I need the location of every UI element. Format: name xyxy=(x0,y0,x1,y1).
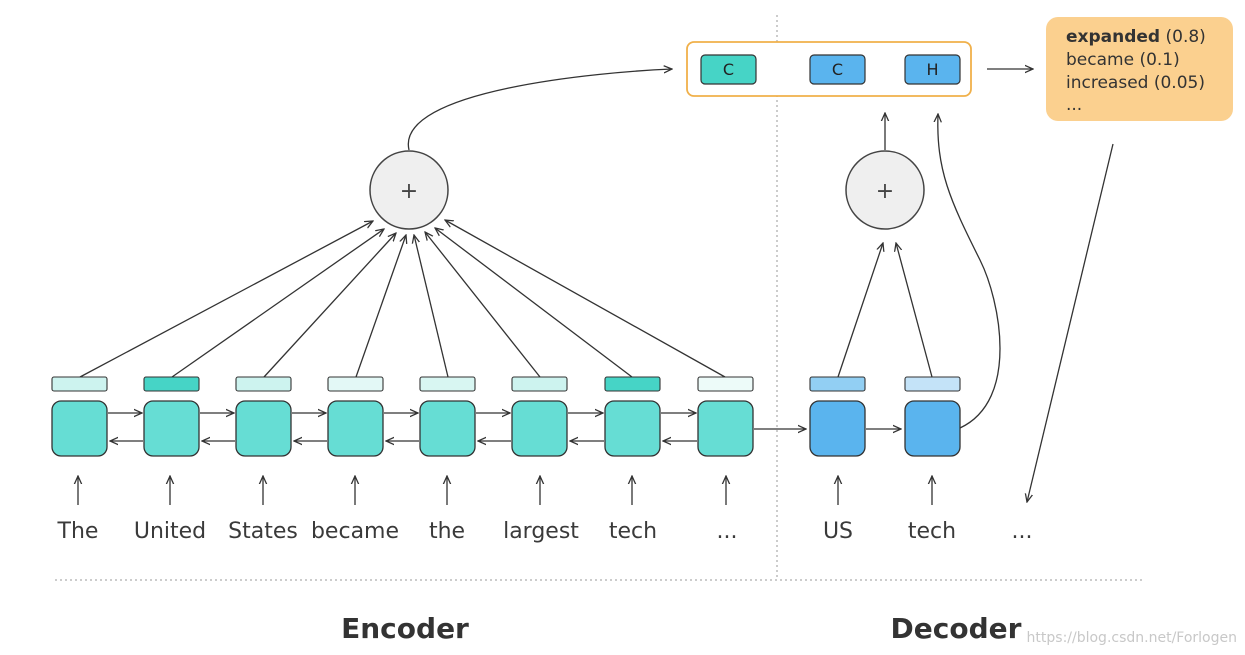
decoder-attention-weights xyxy=(809,376,961,392)
encoder-cell-1 xyxy=(51,400,108,457)
encoder-input-words: The United States became the largest tec… xyxy=(57,519,738,544)
decoder-sum-symbol: + xyxy=(876,179,894,204)
decoder-label: Decoder xyxy=(891,612,1022,645)
attention-weight-8 xyxy=(697,376,754,392)
output-prob-1: (0.8) xyxy=(1166,27,1206,47)
attention-weight-2 xyxy=(143,376,200,392)
decoder-cell-1 xyxy=(809,400,866,457)
attention-weight-3 xyxy=(235,376,292,392)
context-cell-decoder: C xyxy=(832,60,843,79)
output-word-2: became xyxy=(1066,50,1134,70)
encoder-word-8: ... xyxy=(717,519,738,544)
attention-weight-7 xyxy=(604,376,661,392)
encoder-word-7: tech xyxy=(609,519,657,544)
attention-weight-4 xyxy=(327,376,384,392)
output-item-1: expanded (0.8) xyxy=(1066,27,1206,47)
encoder-cell-7 xyxy=(604,400,661,457)
encoder-word-2: United xyxy=(134,519,206,544)
encoder-sum-node: + xyxy=(369,150,449,230)
encoder-label: Encoder xyxy=(341,612,469,645)
encoder-word-5: the xyxy=(429,519,465,544)
output-item-4: ... xyxy=(1066,95,1082,115)
encoder-word-3: States xyxy=(228,519,298,544)
decoder-word-2: tech xyxy=(908,519,956,544)
decoder-input-words: US tech ... xyxy=(823,519,1033,544)
encoder-cell-8 xyxy=(697,400,754,457)
output-word-1: expanded xyxy=(1066,27,1160,47)
encoder-cell-4 xyxy=(327,400,384,457)
decoder-attention-lines xyxy=(837,113,933,378)
encoder-cell-2 xyxy=(143,400,200,457)
decoder-weight-2 xyxy=(904,376,961,392)
decoder-hidden-to-context-arrow xyxy=(938,114,1001,429)
encoder-cell-6 xyxy=(511,400,568,457)
encoder-sum-symbol: + xyxy=(400,179,418,204)
decoder-word-3: ... xyxy=(1012,519,1033,544)
encoder-attention-lines xyxy=(79,220,726,378)
output-item-3: increased (0.05) xyxy=(1066,73,1205,93)
context-cell-encoder: C xyxy=(723,60,734,79)
decoder-cells xyxy=(809,400,961,457)
encoder-recurrent-arrows xyxy=(108,413,697,441)
encoder-word-4: became xyxy=(311,519,399,544)
encoder-word-1: The xyxy=(57,519,99,544)
output-item-2: became (0.1) xyxy=(1066,50,1180,70)
output-prob-3: (0.05) xyxy=(1154,73,1205,93)
output-probabilities-box: expanded (0.8) became (0.1) increased (0… xyxy=(1046,17,1233,121)
encoder-attention-weights xyxy=(51,376,754,392)
attention-weight-6 xyxy=(511,376,568,392)
output-prob-2: (0.1) xyxy=(1139,50,1179,70)
output-word-3: increased xyxy=(1066,73,1148,93)
encoder-sum-to-context-arrow xyxy=(407,69,672,151)
decoder-cell-2 xyxy=(904,400,961,457)
context-cell-hidden: H xyxy=(926,60,938,79)
output-to-next-input-arrow xyxy=(1027,143,1114,502)
context-vector: C C H xyxy=(686,41,972,97)
output-word-4: ... xyxy=(1066,95,1082,115)
attention-weight-5 xyxy=(419,376,476,392)
decoder-word-1: US xyxy=(823,519,853,544)
encoder-word-6: largest xyxy=(503,519,579,544)
encoder-cells xyxy=(51,400,754,457)
encoder-cell-5 xyxy=(419,400,476,457)
input-arrows xyxy=(78,476,932,505)
decoder-sum-node: + xyxy=(845,150,925,230)
attention-weight-1 xyxy=(51,376,108,392)
watermark-url: https://blog.csdn.net/Forlogen xyxy=(1027,630,1237,646)
encoder-cell-3 xyxy=(235,400,292,457)
decoder-weight-1 xyxy=(809,376,866,392)
